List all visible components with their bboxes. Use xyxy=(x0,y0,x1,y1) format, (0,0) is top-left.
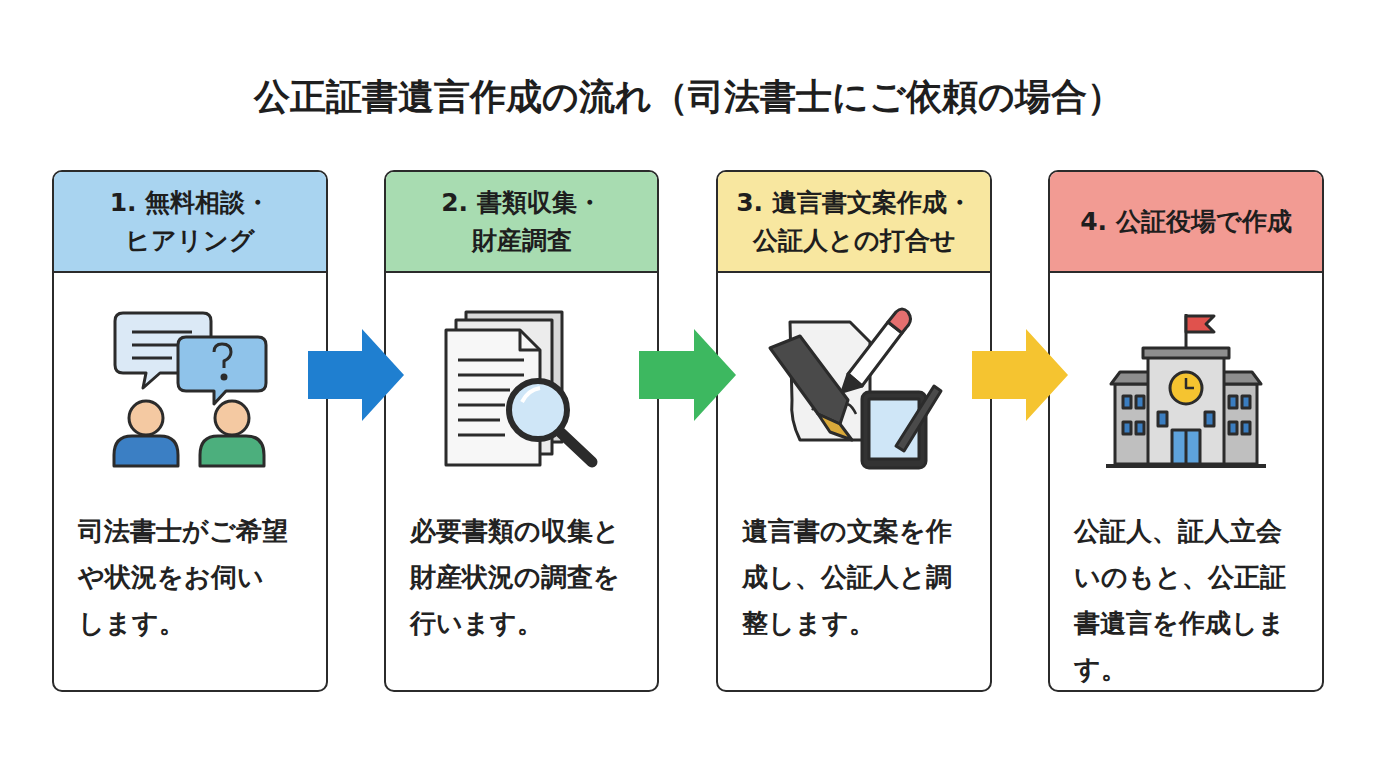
process-box: 4. 公証役場で作成公証人、証人立会 いのもと、公正証 書遺言を作成しま す。 xyxy=(1048,170,1324,692)
process-box: 3. 遺言書文案作成・ 公証人との打合せ遺言書の文案を作 成し、公証人と調 整し… xyxy=(716,170,992,692)
step-description: 司法書士がご希望 や状況をお伺い します。 xyxy=(78,508,308,646)
process-box: 2. 書類収集・ 財産調査必要書類の収集と 財産状況の調査を 行います。 xyxy=(384,170,659,692)
step-heading: 4. 公証役場で作成 xyxy=(1050,172,1322,273)
step-heading: 2. 書類収集・ 財産調査 xyxy=(386,172,657,273)
step-description: 公証人、証人立会 いのもと、公正証 書遺言を作成しま す。 xyxy=(1074,508,1304,692)
step-description: 遺言書の文案を作 成し、公証人と調 整します。 xyxy=(742,508,972,646)
diagram-title: 公正証書遺言作成の流れ（司法書士にご依頼の場合） xyxy=(0,72,1376,122)
process-box: 1. 無料相談・ ヒアリング司法書士がご希望 や状況をお伺い します。 xyxy=(52,170,328,692)
step-description: 必要書類の収集と 財産状況の調査を 行います。 xyxy=(410,508,639,646)
step-heading: 1. 無料相談・ ヒアリング xyxy=(54,172,326,273)
step-heading: 3. 遺言書文案作成・ 公証人との打合せ xyxy=(718,172,990,273)
